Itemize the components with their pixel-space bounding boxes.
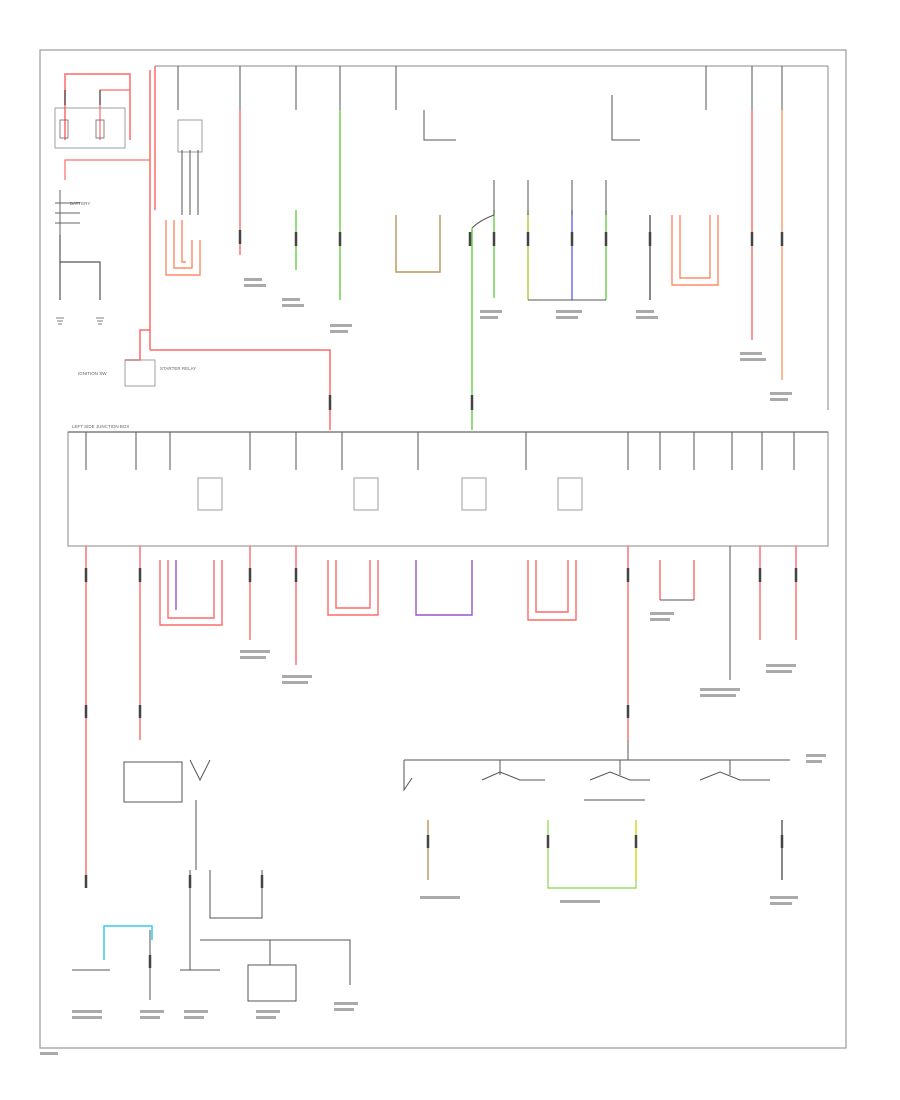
battery-section: BATTERY [54, 73, 150, 325]
main-feed [125, 66, 331, 430]
svg-text:IGNITION SW: IGNITION SW [78, 371, 107, 376]
top-fuse-block [155, 65, 829, 410]
cyan-wire [103, 925, 153, 960]
top-row-fuses [177, 66, 783, 110]
small-labels [40, 278, 826, 1055]
middle-relays [197, 477, 583, 511]
svg-text:LEFT SIDE JUNCTION BOX: LEFT SIDE JUNCTION BOX [72, 424, 129, 429]
connector-ticks-top [238, 230, 784, 410]
bottom-colored-drops [427, 820, 783, 889]
ignition-area [72, 759, 351, 1002]
relay-top-left [165, 119, 203, 276]
middle-fuse-drops [85, 432, 795, 470]
svg-text:STARTER RELAY: STARTER RELAY [160, 366, 196, 371]
top-junction-lines [423, 95, 640, 301]
bottom-switches [403, 760, 770, 801]
junction-box-middle [67, 431, 829, 547]
diagram-frame [39, 49, 847, 1049]
svg-text:BATTERY: BATTERY [70, 201, 90, 206]
top-colored-drops [239, 110, 783, 430]
lower-junctions [404, 546, 790, 761]
lower-colored-drops [85, 546, 797, 880]
starter-relay-box [124, 359, 156, 387]
connector-ticks-lower [84, 568, 798, 968]
